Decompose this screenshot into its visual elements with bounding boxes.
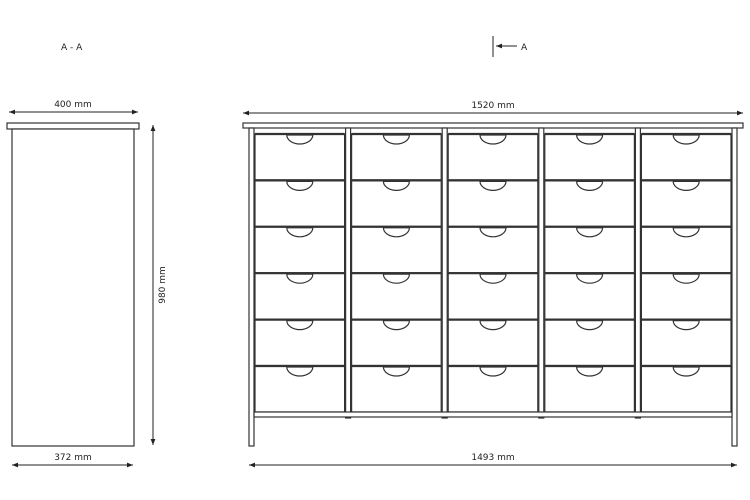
drawer-handle-icon [479,227,507,238]
drawer-handle-icon [479,134,507,145]
column-divider [345,127,352,419]
side-body [11,128,135,447]
dim-side-top: 400 mm [9,100,138,115]
drawer-handle-icon [672,273,700,284]
drawer-handle-icon [575,366,604,377]
drawer-handle-icon [479,273,507,284]
side-top-panel [6,122,140,130]
front-top-panel [242,122,744,129]
drawer-handle-icon [382,227,411,238]
drawer-handle-icon [479,366,507,377]
drawer [254,179,346,227]
dim-front-bottom: 1493 mm [249,453,737,468]
drawer-handle-icon [479,320,507,331]
dim-label-400: 400 mm [54,100,92,110]
dim-height: 980 mm [150,125,168,445]
dim-label-372: 372 mm [54,453,92,463]
column-divider [538,127,545,419]
section-marker: A [492,36,528,57]
right-leg [731,127,738,447]
dim-label-1493: 1493 mm [471,453,514,463]
drawer-handle-icon [575,227,604,238]
front-view [242,122,744,447]
bottom-shelf [253,411,733,418]
dim-label-1520: 1520 mm [471,101,514,111]
drawer-handle-icon [575,320,604,331]
section-marker-label: A [521,43,528,53]
section-title: A - A [61,43,83,53]
drawer-handle-icon [382,273,411,284]
drawer-handle-icon [382,180,411,191]
drawer-handle-icon [672,180,700,191]
side-view [6,122,140,447]
drawer-handle-icon [672,227,700,238]
drawer-handle-icon [575,273,604,284]
dim-side-bottom: 372 mm [12,453,133,468]
column-divider [441,127,448,419]
dim-label-980: 980 mm [158,266,168,304]
left-leg [248,127,255,447]
drawer-handle-icon [286,180,314,191]
drawer-handle-icon [672,320,700,331]
dim-front-top: 1520 mm [243,101,743,116]
drawer-handle-icon [286,320,314,331]
drawer-handle-icon [382,366,411,377]
drawer-handle-icon [575,180,604,191]
drawer-handle-icon [382,134,411,145]
drawer-handle-icon [286,134,314,145]
drawer-handle-icon [286,366,314,377]
drawer-handle-icon [479,180,507,191]
drawer-handle-icon [672,134,700,145]
drawer-handle-icon [575,134,604,145]
drawer-handle-icon [672,366,700,377]
drawer-handle-icon [382,320,411,331]
drawer-handle-icon [286,273,314,284]
drawer-handle-icon [286,227,314,238]
column-divider [634,127,642,419]
